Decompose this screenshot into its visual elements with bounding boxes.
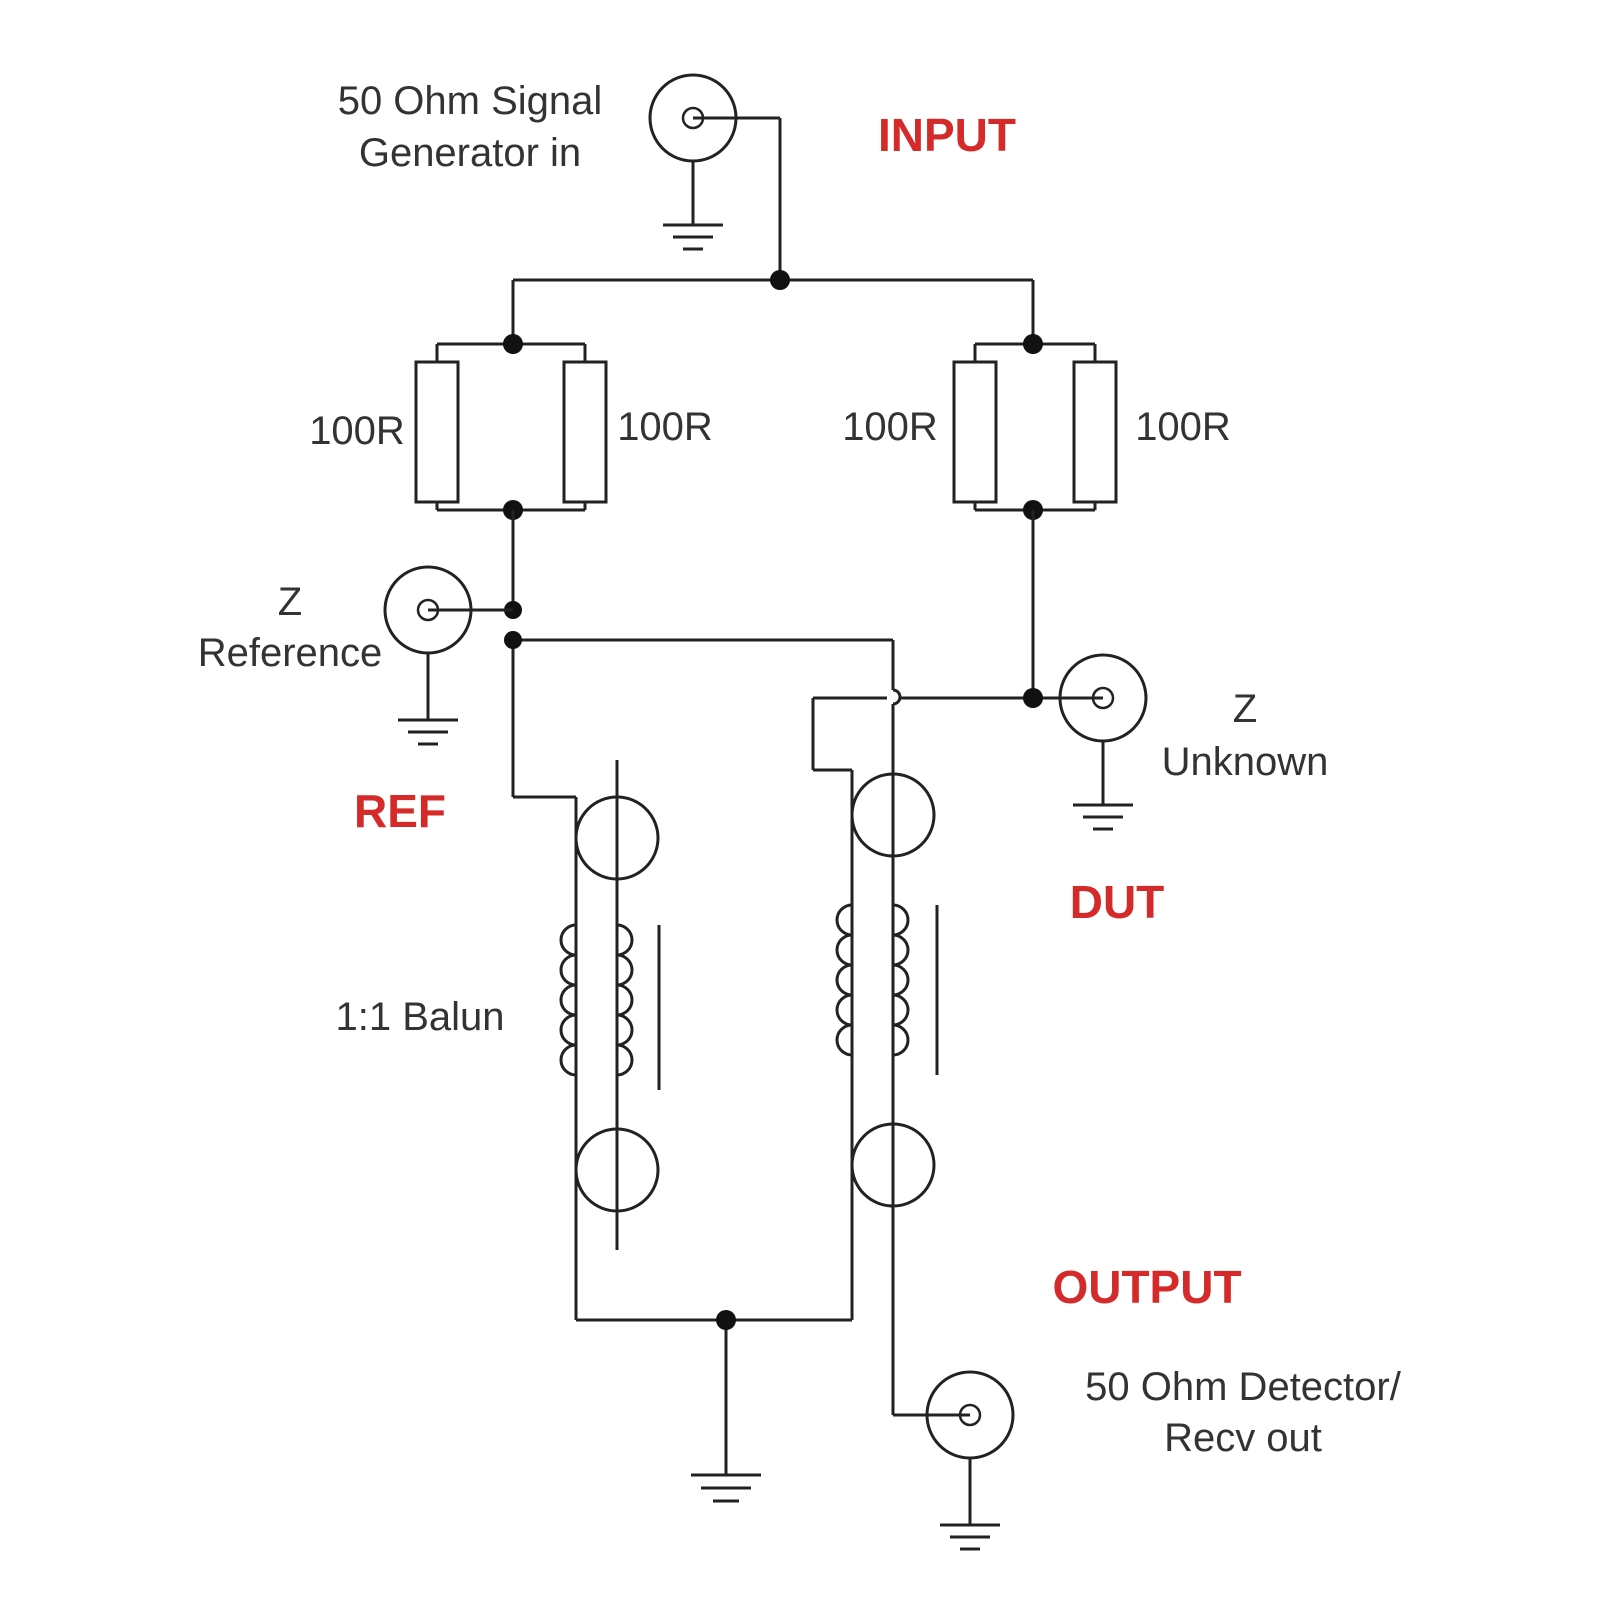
input-bnc-connector	[648, 73, 782, 280]
detector-label-line1: 50 Ohm Detector/	[1085, 1365, 1402, 1409]
zref-bnc-connector	[383, 565, 513, 720]
zref-label-line2: Reference	[198, 631, 383, 675]
right-balun	[835, 772, 939, 1208]
input-ground-symbol	[663, 223, 723, 251]
balun-label: 1:1 Balun	[335, 995, 504, 1039]
zref-ground-symbol	[398, 718, 458, 746]
signal-generator-label-line2: Generator in	[359, 131, 581, 175]
top-bus-wire	[511, 270, 1035, 344]
input-section-label: INPUT	[878, 109, 1016, 161]
detector-label-line2: Recv out	[1164, 1416, 1322, 1460]
left-balun	[559, 760, 661, 1250]
resistor-label-4: 100R	[1135, 405, 1231, 449]
resistor-label-3: 100R	[842, 405, 938, 449]
output-ground-symbol	[940, 1523, 1000, 1551]
zunknown-label-line1: Z	[1233, 687, 1257, 731]
zref-label-line1: Z	[278, 580, 302, 624]
bottom-ground-bus	[576, 1310, 852, 1475]
main-ground-symbol	[691, 1473, 761, 1503]
dut-section-label: DUT	[1070, 876, 1165, 928]
output-section-label: OUTPUT	[1052, 1261, 1241, 1313]
ref-section-label: REF	[354, 785, 446, 837]
zunknown-label-line2: Unknown	[1162, 740, 1329, 784]
signal-generator-label-line1: 50 Ohm Signal	[338, 79, 603, 123]
right-resistor-pair	[952, 334, 1118, 520]
ref-branch-wire	[504, 510, 902, 1415]
output-bnc-connector	[893, 1370, 1015, 1525]
resistor-label-1: 100R	[309, 409, 405, 453]
resistor-label-2: 100R	[617, 405, 713, 449]
zunknown-bnc-connector	[1058, 653, 1148, 805]
left-resistor-pair	[414, 334, 608, 520]
zunknown-ground-symbol	[1073, 803, 1133, 831]
dut-branch-wire	[811, 510, 1103, 1320]
